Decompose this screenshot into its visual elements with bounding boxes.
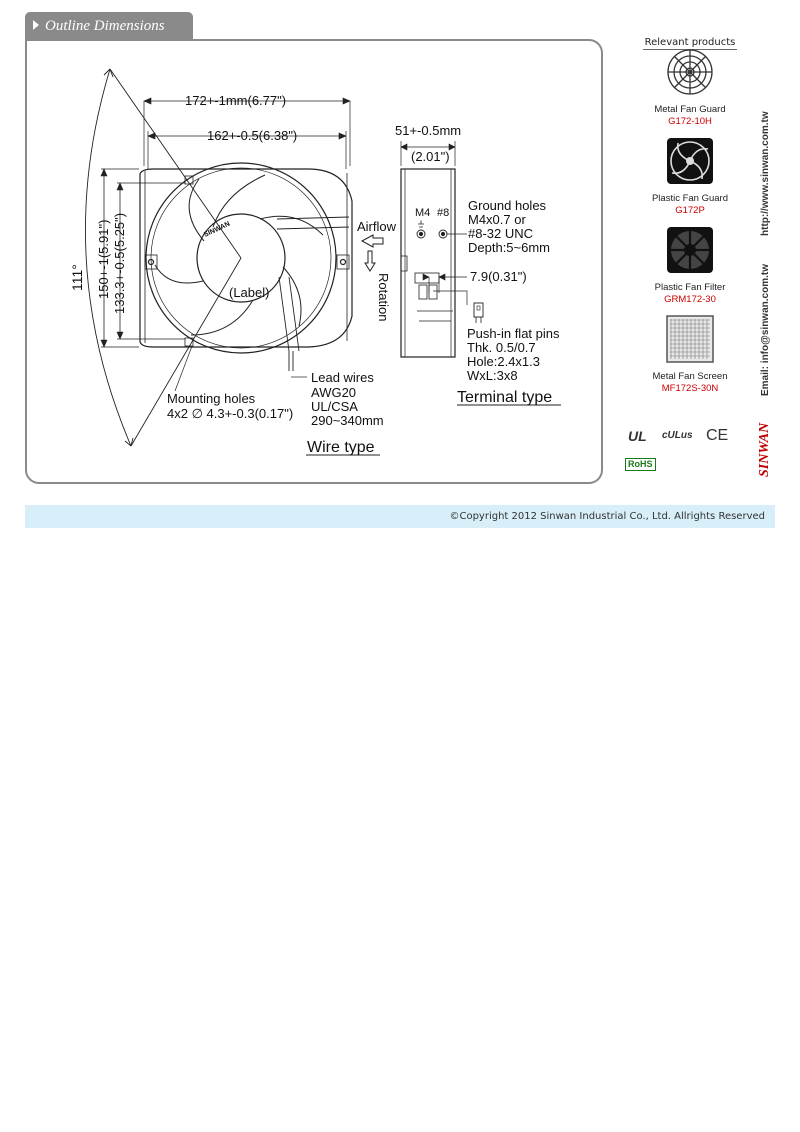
product-name: Metal Fan Guard <box>654 104 726 115</box>
dim-150-label: 150+-1(5.91") <box>96 220 111 299</box>
product-name: Metal Fan Screen <box>652 371 728 382</box>
relevant-products-panel: Relevant products <box>640 30 740 50</box>
email-link[interactable]: Email: info@sinwan.com.tw <box>760 264 771 396</box>
product-metal-fan-guard[interactable]: Metal Fan Guard G172-10H <box>640 48 740 127</box>
brand-logo: SINWAN <box>757 422 772 477</box>
dim-201-label: (2.01") <box>411 149 450 164</box>
airflow-label: Airflow <box>357 219 397 234</box>
metal-fan-screen-icon <box>666 315 714 363</box>
ground-holes-unc: #8-32 UNC <box>468 226 533 241</box>
dim-172-label: 172+-1mm(6.77") <box>185 93 286 108</box>
fan-blade <box>190 299 254 336</box>
section-tab: Outline Dimensions <box>25 12 193 40</box>
fan-label-text: (Label) <box>229 285 269 300</box>
ground-hole-icon <box>416 229 426 239</box>
ground-holes-m4: M4x0.7 or <box>468 212 526 227</box>
pins-title: Push-in flat pins <box>467 326 560 341</box>
fan-frame-outline <box>139 168 353 348</box>
product-code: MF172S-30N <box>661 383 719 394</box>
fan-blade <box>188 178 205 242</box>
angle-arc <box>85 68 132 447</box>
product-code: GRM172-30 <box>664 294 716 305</box>
copyright-text: ©Copyright 2012 Sinwan Industrial Co., L… <box>449 511 765 522</box>
mounting-holes-title: Mounting holes <box>167 391 256 406</box>
ground-holes-depth: Depth:5~6mm <box>468 240 550 255</box>
mounting-holes-spec: 4x2 ∅ 4.3+-0.3(0.17") <box>167 406 293 421</box>
ul-mark-icon: UL <box>628 428 647 444</box>
certification-marks: UL cULus CE <box>626 426 736 448</box>
ground-holes-title: Ground holes <box>468 198 547 213</box>
fan-technical-drawing: 172+-1mm(6.77") 162+-0.5(6.38") 150+-1(5… <box>69 68 561 456</box>
rohs-badge: RoHS <box>625 458 656 471</box>
wire-type-title: Wire type <box>307 439 375 456</box>
pins-thickness: Thk. 0.5/0.7 <box>467 340 536 355</box>
lead-wires-title: Lead wires <box>311 370 374 385</box>
hash8-label: #8 <box>437 207 449 219</box>
airflow-arrow-icon <box>360 234 384 248</box>
terminal-type-title: Terminal type <box>457 389 552 406</box>
fan-blade <box>154 264 204 284</box>
product-plastic-fan-filter[interactable]: Plastic Fan Filter GRM172-30 <box>640 226 740 305</box>
fan-hub <box>196 213 286 303</box>
ce-mark-icon: CE <box>706 427 729 444</box>
lead-wires-awg: AWG20 <box>311 385 356 400</box>
plastic-fan-guard-icon <box>667 138 713 184</box>
product-code: G172-10H <box>668 116 712 127</box>
fan-outer-ring <box>145 162 337 354</box>
m4-label: M4 <box>415 207 430 219</box>
metal-fan-guard-icon <box>667 49 713 95</box>
product-name: Plastic Fan Filter <box>654 282 726 293</box>
copyright-footer: ©Copyright 2012 Sinwan Industrial Co., L… <box>25 505 775 528</box>
pins-wxl: WxL:3x8 <box>467 368 518 383</box>
lead-wires <box>288 351 294 371</box>
flat-pin-icon <box>473 302 484 318</box>
fan-side-view <box>400 168 456 358</box>
website-link[interactable]: http://www.sinwan.com.tw <box>760 111 771 236</box>
lead-wires-ul: UL/CSA <box>311 399 358 414</box>
cul-mark-icon: cULus <box>662 430 693 441</box>
mounting-hole <box>147 258 155 266</box>
dim-133-label: 133.3+-0.5(5.25") <box>112 213 127 314</box>
section-title: Outline Dimensions <box>45 18 165 34</box>
pins-hole: Hole:2.4x1.3 <box>467 354 540 369</box>
rotation-label: Rotation <box>376 273 391 321</box>
rotation-arrow-icon <box>364 250 376 272</box>
product-metal-fan-screen[interactable]: Metal Fan Screen MF172S-30N <box>640 315 740 394</box>
lead-wires-length: 290~340mm <box>311 413 384 428</box>
product-plastic-fan-guard[interactable]: Plastic Fan Guard G172P <box>640 137 740 216</box>
fan-blade <box>282 266 302 327</box>
mounting-hole <box>339 258 347 266</box>
dim-111-label: 111° <box>69 264 85 291</box>
product-name: Plastic Fan Guard <box>651 193 729 204</box>
triangle-bullet-icon <box>33 20 39 30</box>
product-code: G172P <box>675 205 705 216</box>
plastic-fan-filter-icon <box>667 227 713 273</box>
outline-frame <box>25 39 603 484</box>
dim-51-label: 51+-0.5mm <box>395 123 461 138</box>
dim-162-label: 162+-0.5(6.38") <box>207 128 297 143</box>
dim-79-label: 7.9(0.31") <box>470 269 527 284</box>
